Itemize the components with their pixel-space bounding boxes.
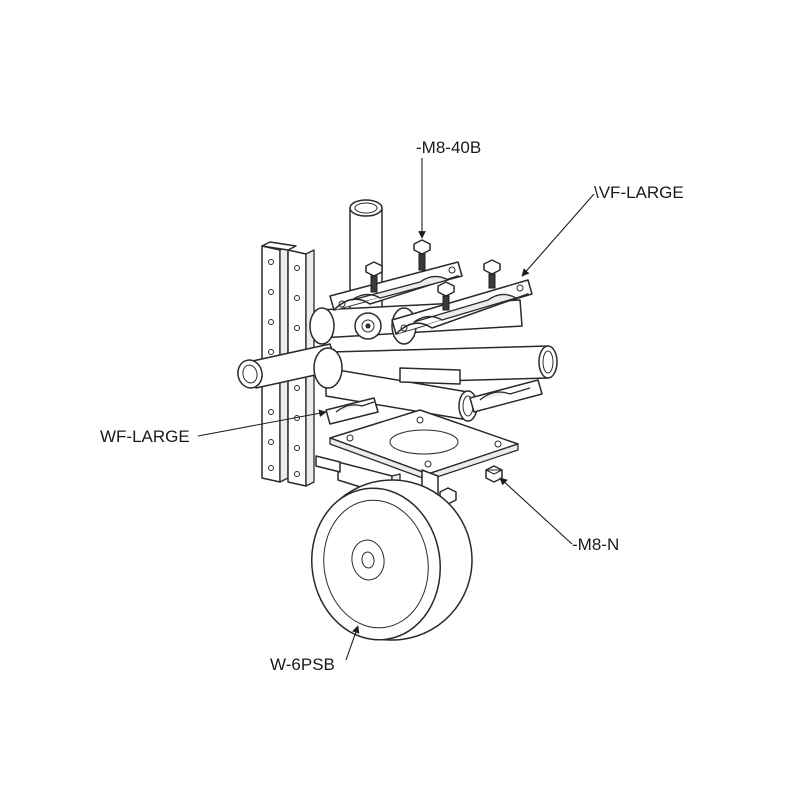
caster-wheel	[310, 479, 473, 641]
leader-line-clamp-top	[521, 193, 595, 277]
callout-nut: -M8-N	[499, 477, 619, 554]
nut-m8-n	[485, 465, 503, 483]
clamp-lower-right	[399, 367, 543, 413]
callout-clamp-left: WF-LARGE	[100, 409, 327, 446]
callout-clamp-top: \VF-LARGE	[521, 183, 684, 277]
bolt-2	[413, 239, 431, 271]
callout-wheel: W-6PSB	[270, 625, 360, 674]
caster-top-plate	[329, 409, 519, 481]
bolt-3	[483, 259, 501, 289]
leader-line-wheel	[345, 625, 360, 661]
leader-line-clamp-left	[197, 409, 327, 437]
clamp-upper-right	[391, 279, 533, 335]
bolt-4	[437, 281, 455, 311]
left-tube-stub	[237, 343, 339, 389]
bolt-m8-40b-group	[365, 239, 501, 311]
lower-tube	[313, 345, 558, 422]
label-clamp-top: \VF-LARGE	[594, 183, 684, 202]
clamp-upper-left	[329, 261, 463, 311]
clamp-lower-left	[325, 397, 379, 425]
label-clamp-left: WF-LARGE	[100, 427, 190, 446]
callout-bolt: -M8-40B	[416, 138, 481, 239]
tube-coupling	[354, 312, 382, 340]
label-bolt: -M8-40B	[416, 138, 481, 157]
label-nut: -M8-N	[572, 535, 619, 554]
leader-line-nut	[499, 477, 573, 545]
label-wheel: W-6PSB	[270, 655, 335, 674]
bolt-1	[365, 261, 383, 293]
